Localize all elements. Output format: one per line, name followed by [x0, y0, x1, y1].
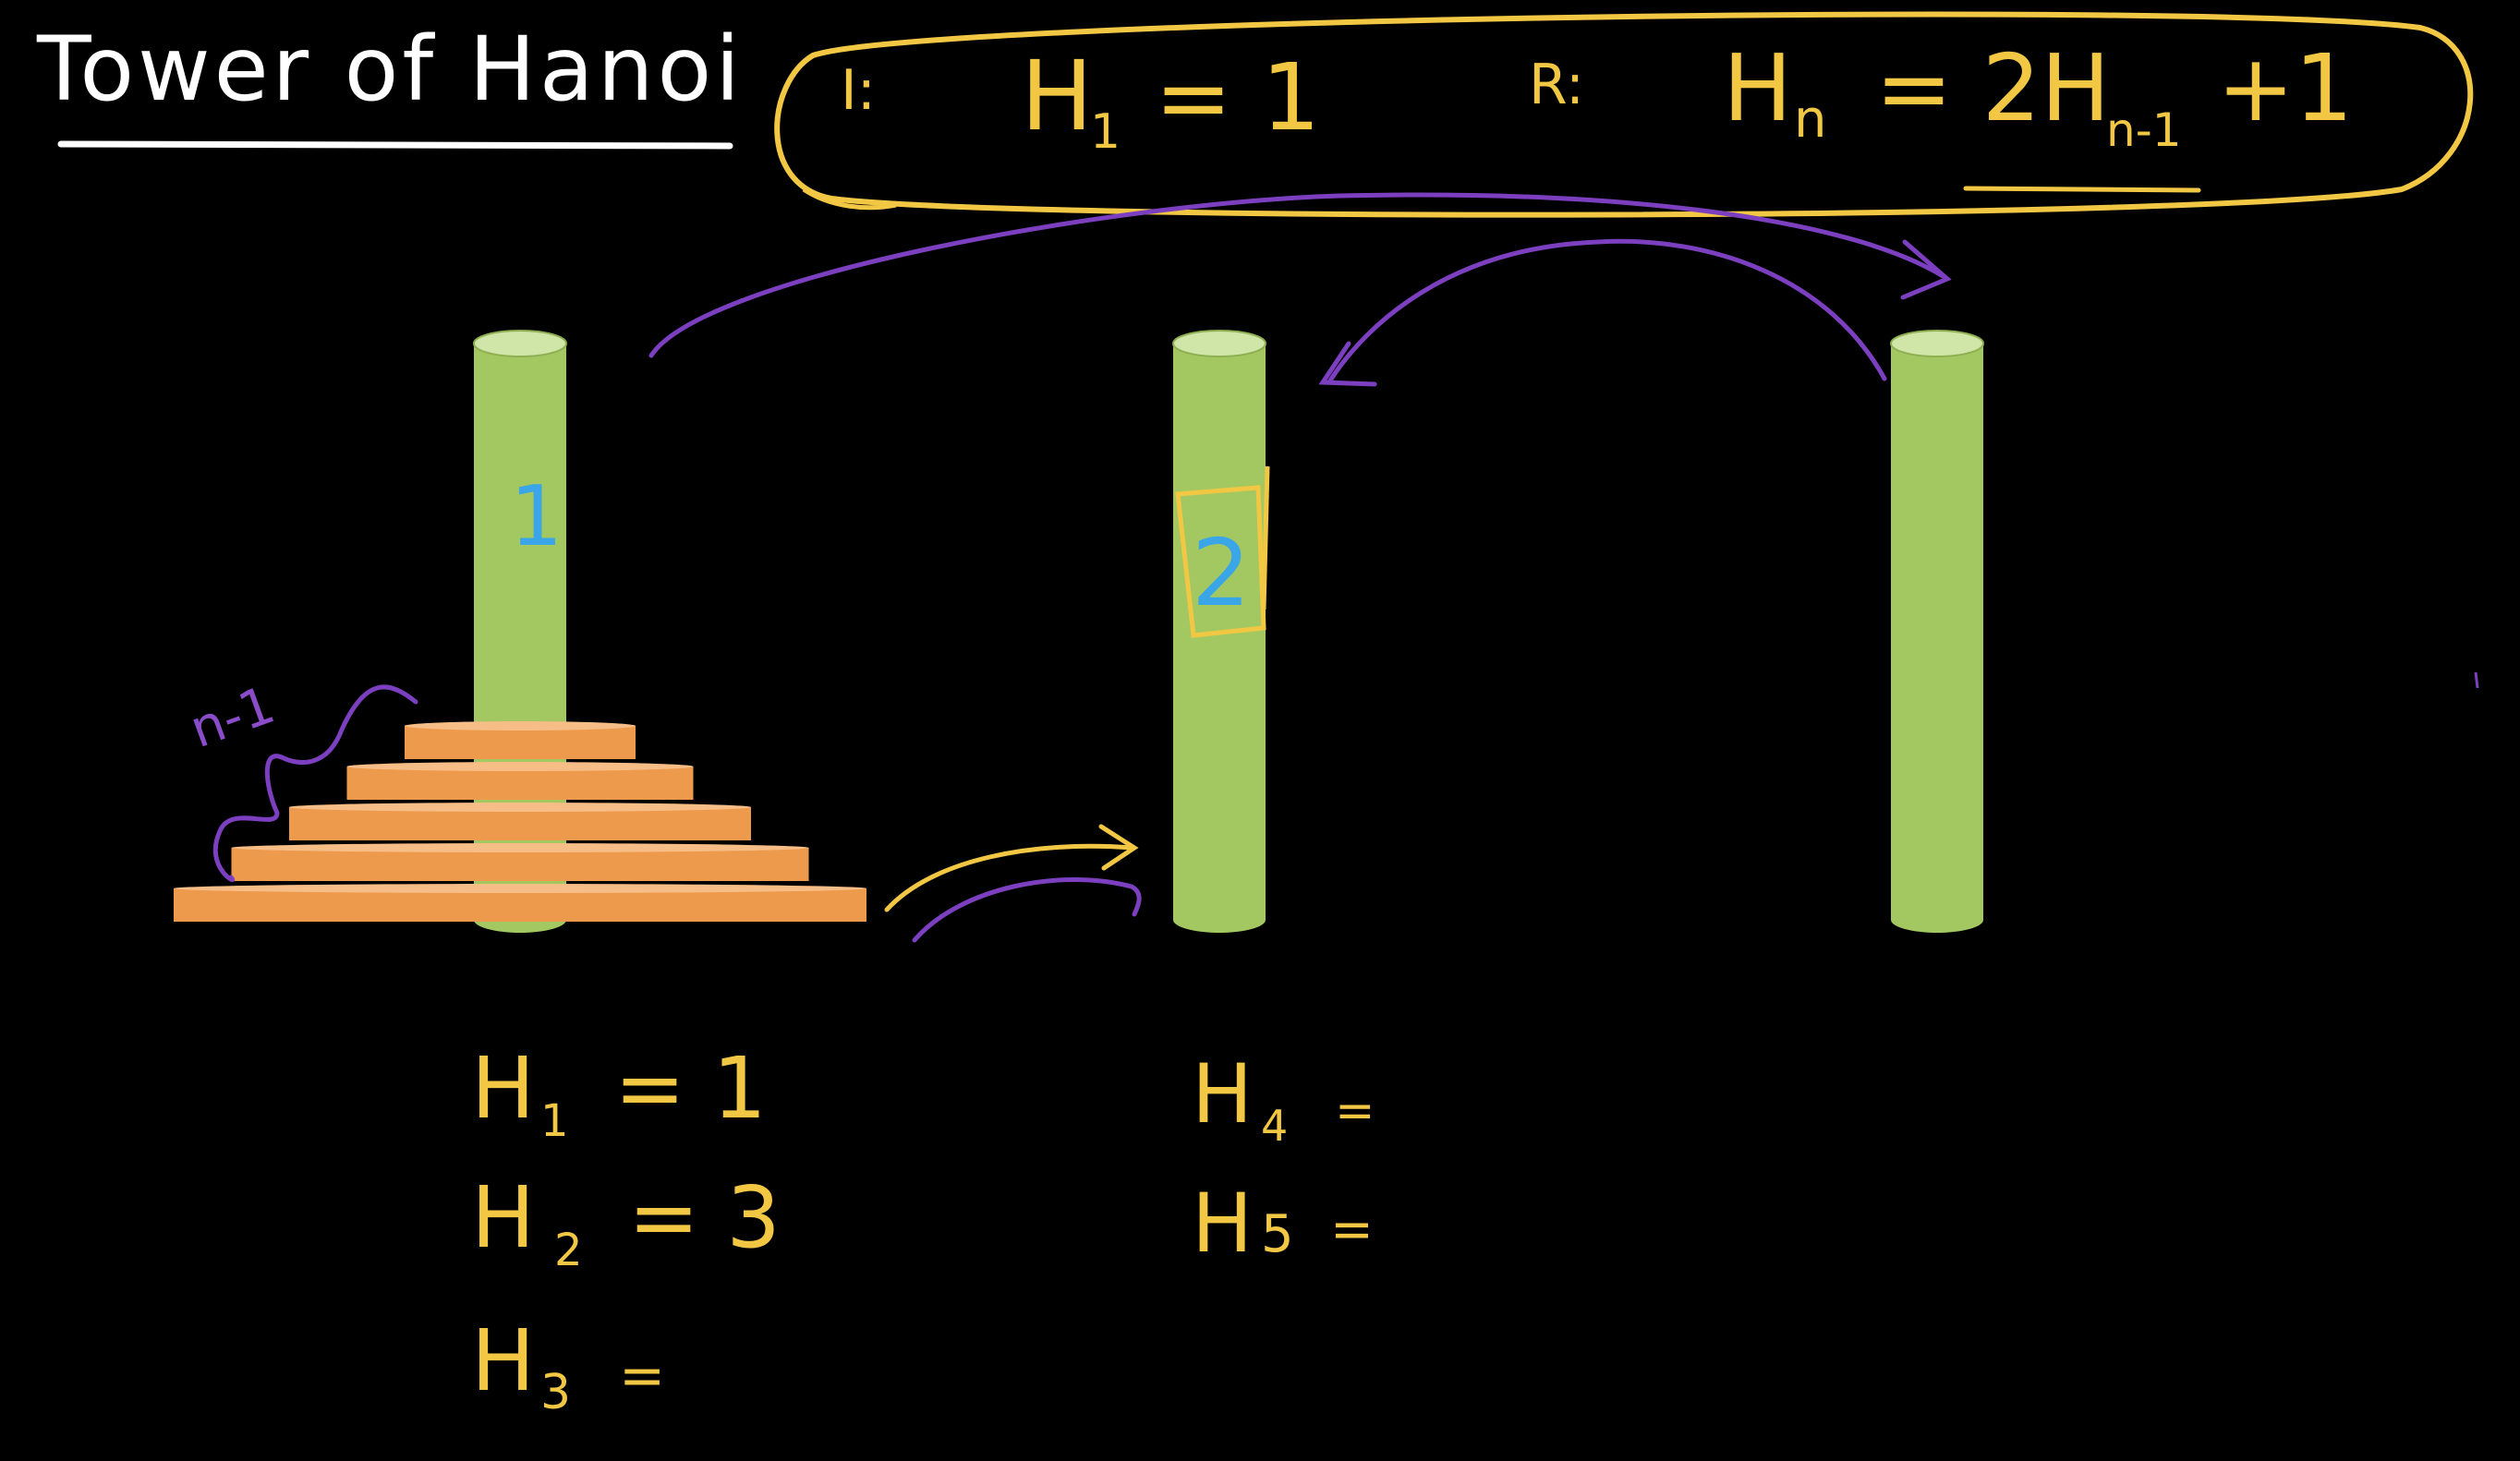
- disk-3: [289, 803, 751, 840]
- peg-3-body: [1891, 344, 1983, 920]
- h2-rhs: = 3: [628, 1168, 781, 1267]
- arrow-peg3-to-peg2: [1327, 238, 1887, 383]
- peg-3-top: [1890, 330, 1984, 357]
- peg-1-top: [473, 330, 567, 357]
- h1-sub: 1: [540, 1095, 569, 1147]
- arrow-stack-to-peg2-purple: [912, 877, 1142, 943]
- recurrence-underline: [1963, 186, 2201, 193]
- peg-2-label-box-mark: [1261, 465, 1270, 610]
- h5-sub: 5: [1261, 1204, 1294, 1264]
- h1-rhs: = 1: [614, 1039, 767, 1138]
- disk-2-body: [231, 848, 809, 881]
- recurrence-label: R:: [1529, 53, 1584, 117]
- h5-lhs: H: [1192, 1176, 1253, 1271]
- recurrence: R: H n = 2H n-1 +1: [1529, 34, 2353, 193]
- peg-3: [1890, 330, 1984, 933]
- peg-3-base: [1891, 907, 1983, 933]
- arrowhead-yellow: [1098, 824, 1139, 871]
- recurrence-lhs: H: [1723, 34, 1792, 142]
- recurrence-tail: +1: [2217, 34, 2353, 142]
- disk-2-top: [231, 843, 809, 852]
- initial-condition: I: H 1 = 1: [841, 40, 1320, 160]
- h5-rhs: =: [1330, 1200, 1374, 1260]
- arrowhead-peg3: [1900, 239, 1952, 300]
- arrow-peg1-to-peg3: [648, 192, 1947, 358]
- peg-1: [473, 330, 567, 933]
- peg-2-top: [1172, 330, 1266, 357]
- disk-stack: [174, 721, 866, 922]
- recurrence-lhs-sub: n: [1794, 90, 1827, 150]
- n-minus-1-label: n-1: [183, 675, 283, 760]
- h3-lhs: H: [471, 1311, 535, 1410]
- h2-sub: 2: [554, 1225, 583, 1276]
- h2-lhs: H: [471, 1168, 535, 1267]
- disk-1: [174, 884, 866, 922]
- recurrence-sub: n-1: [2106, 103, 2182, 157]
- initial-rhs: = 1: [1155, 43, 1320, 151]
- ellipse-tail: [802, 187, 897, 211]
- initial-lhs: H: [1021, 40, 1093, 152]
- disk-3-body: [289, 807, 751, 840]
- peg-1-label: 1: [510, 468, 563, 565]
- values-right: H 4 = H 5 =: [1192, 1046, 1375, 1271]
- disk-4-body: [346, 767, 694, 800]
- disk-5-top: [405, 721, 636, 730]
- initial-sub: 1: [1090, 104, 1121, 160]
- values-left: H 1 = 1 H 2 = 3 H 3 =: [471, 1039, 781, 1420]
- stray-mark: [2474, 671, 2479, 689]
- h4-lhs: H: [1192, 1046, 1253, 1141]
- peg-2-label-box: [1175, 485, 1266, 638]
- initial-label: I:: [841, 58, 876, 123]
- h3-sub: 3: [540, 1365, 571, 1420]
- peg-2-label: 2: [1192, 519, 1251, 627]
- peg-2-base: [1173, 907, 1266, 933]
- recurrence-eq: = 2H: [1875, 34, 2110, 142]
- disk-2: [231, 843, 809, 881]
- disk-1-top: [174, 884, 866, 893]
- disk-3-top: [289, 803, 751, 812]
- disk-5: [405, 721, 636, 759]
- disk-1-body: [174, 888, 866, 922]
- h3-rhs: =: [619, 1344, 665, 1408]
- title: Tower of Hanoi: [36, 18, 744, 121]
- n-minus-1-brace: [212, 684, 418, 883]
- disk-4-top: [346, 762, 694, 771]
- formula-ellipse: [774, 11, 2474, 218]
- arrowhead-peg2: [1318, 341, 1377, 387]
- pegs: [473, 330, 1984, 933]
- h4-sub: 4: [1261, 1101, 1288, 1151]
- arrow-stack-to-peg2-yellow: [884, 843, 1134, 912]
- title-underline: [57, 140, 733, 150]
- h1-lhs: H: [471, 1039, 535, 1138]
- h4-rhs: =: [1335, 1083, 1375, 1139]
- disk-5-body: [405, 726, 636, 759]
- disk-4: [346, 762, 694, 800]
